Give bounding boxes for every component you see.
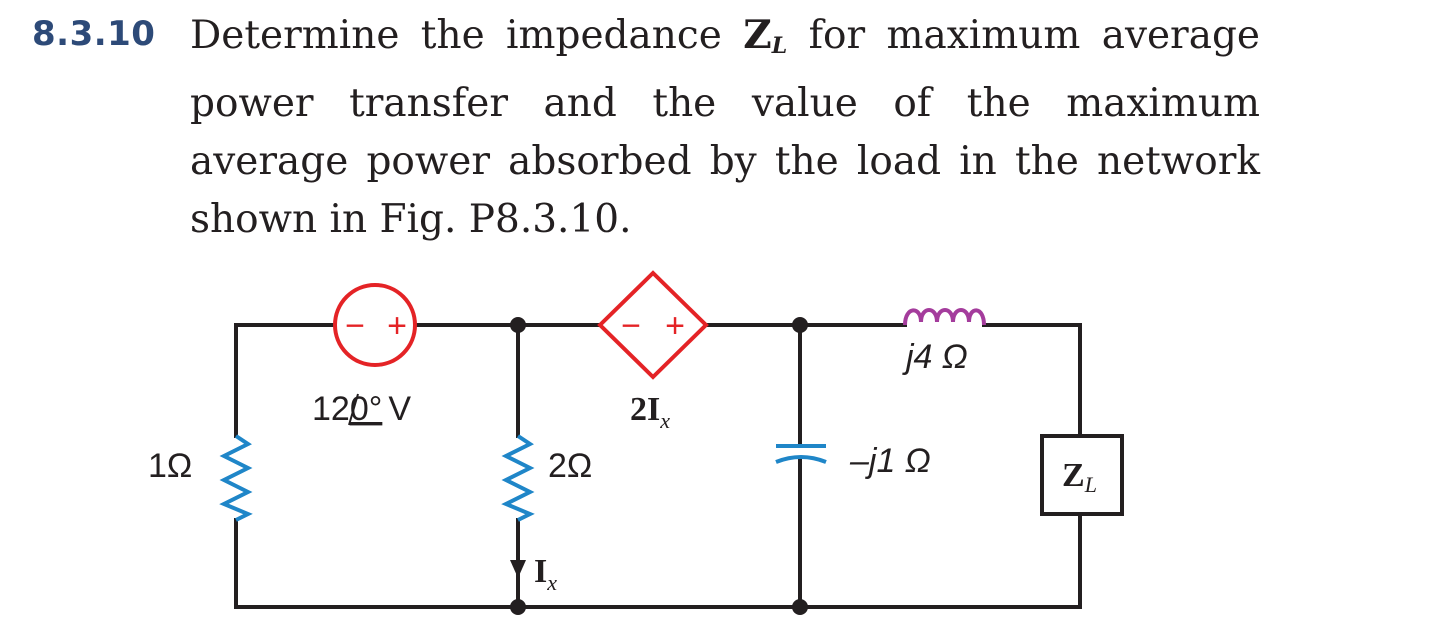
resistor-2-ohm bbox=[501, 434, 535, 522]
voltage-source-icon bbox=[333, 283, 417, 367]
voltage-source-label: 120°V bbox=[312, 390, 411, 428]
problem-text-before: Determine the impedance bbox=[190, 13, 744, 58]
capacitor-plate-bottom bbox=[775, 455, 827, 464]
source-minus-sign: − bbox=[345, 307, 365, 345]
inductor-coil bbox=[903, 308, 986, 326]
junction-dot bbox=[792, 599, 808, 615]
dep-source-minus-sign: − bbox=[621, 307, 641, 345]
junction-dot bbox=[510, 599, 526, 615]
resistor-2-label: 2Ω bbox=[548, 447, 592, 485]
load-impedance-symbol: ZL bbox=[743, 12, 788, 59]
source-plus-sign: + bbox=[387, 307, 407, 345]
inductor-label: j4 Ω bbox=[902, 338, 968, 376]
current-label: Ix bbox=[534, 553, 557, 595]
dependent-source-icon bbox=[597, 270, 709, 380]
load-impedance-box bbox=[1040, 434, 1124, 516]
current-arrow-icon bbox=[510, 560, 526, 578]
problem-statement: Determine the impedance ZL for maximum a… bbox=[190, 6, 1260, 249]
resistor-1-ohm bbox=[219, 434, 253, 522]
problem-number: 8.3.10 bbox=[32, 14, 156, 54]
dep-source-plus-sign: + bbox=[665, 307, 685, 345]
resistor-1-label: 1Ω bbox=[148, 447, 192, 485]
capacitor-label: –j1 Ω bbox=[849, 442, 931, 480]
problem-text-after: for maximum average power transfer and t… bbox=[190, 13, 1260, 242]
load-label: ZL bbox=[1062, 457, 1097, 497]
dependent-source-label: 2Ix bbox=[630, 391, 670, 433]
junction-dot bbox=[510, 317, 526, 333]
junction-dot bbox=[792, 317, 808, 333]
angle-symbol bbox=[348, 393, 359, 426]
